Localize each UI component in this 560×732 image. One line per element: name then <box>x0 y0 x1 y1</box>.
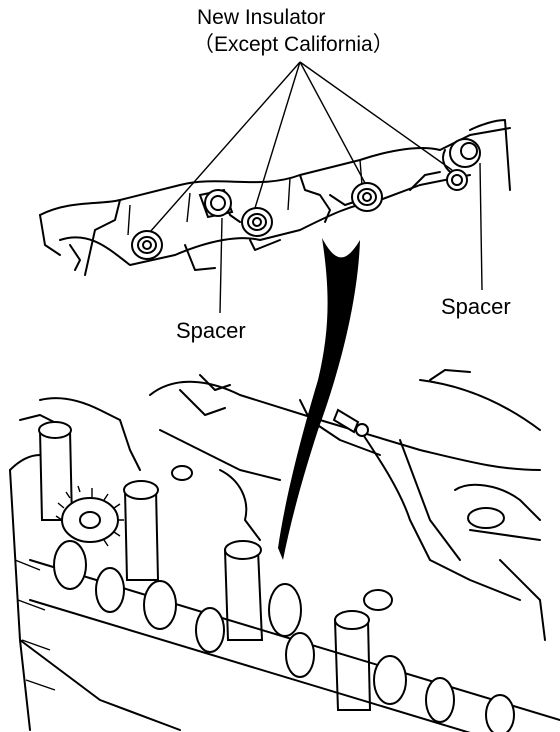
new-insulator-label: New Insulator <box>197 6 326 29</box>
spacer-right-part <box>449 138 481 168</box>
lifter-1 <box>38 421 74 521</box>
insulator-3 <box>351 182 383 212</box>
lifter-4 <box>333 610 372 711</box>
install-arrow <box>278 238 360 560</box>
bolt <box>332 408 369 437</box>
spacer-right-label: Spacer <box>441 294 511 319</box>
insulator-4 <box>446 169 468 191</box>
spacer-left-part <box>198 188 234 219</box>
lifter-2 <box>123 480 160 581</box>
spacer-left-label: Spacer <box>176 318 246 343</box>
insulator-2 <box>241 207 273 237</box>
leader-lines <box>149 61 483 314</box>
cylinder-head <box>19 369 546 641</box>
head-frame <box>9 454 181 731</box>
cam-sprocket <box>55 485 124 547</box>
manifold-flange <box>39 119 511 276</box>
except-california-label: （Except California） <box>193 33 394 56</box>
camshaft <box>29 540 560 732</box>
lifter-3 <box>223 540 264 641</box>
small-lifter <box>171 465 393 611</box>
insulator-1 <box>131 230 163 260</box>
